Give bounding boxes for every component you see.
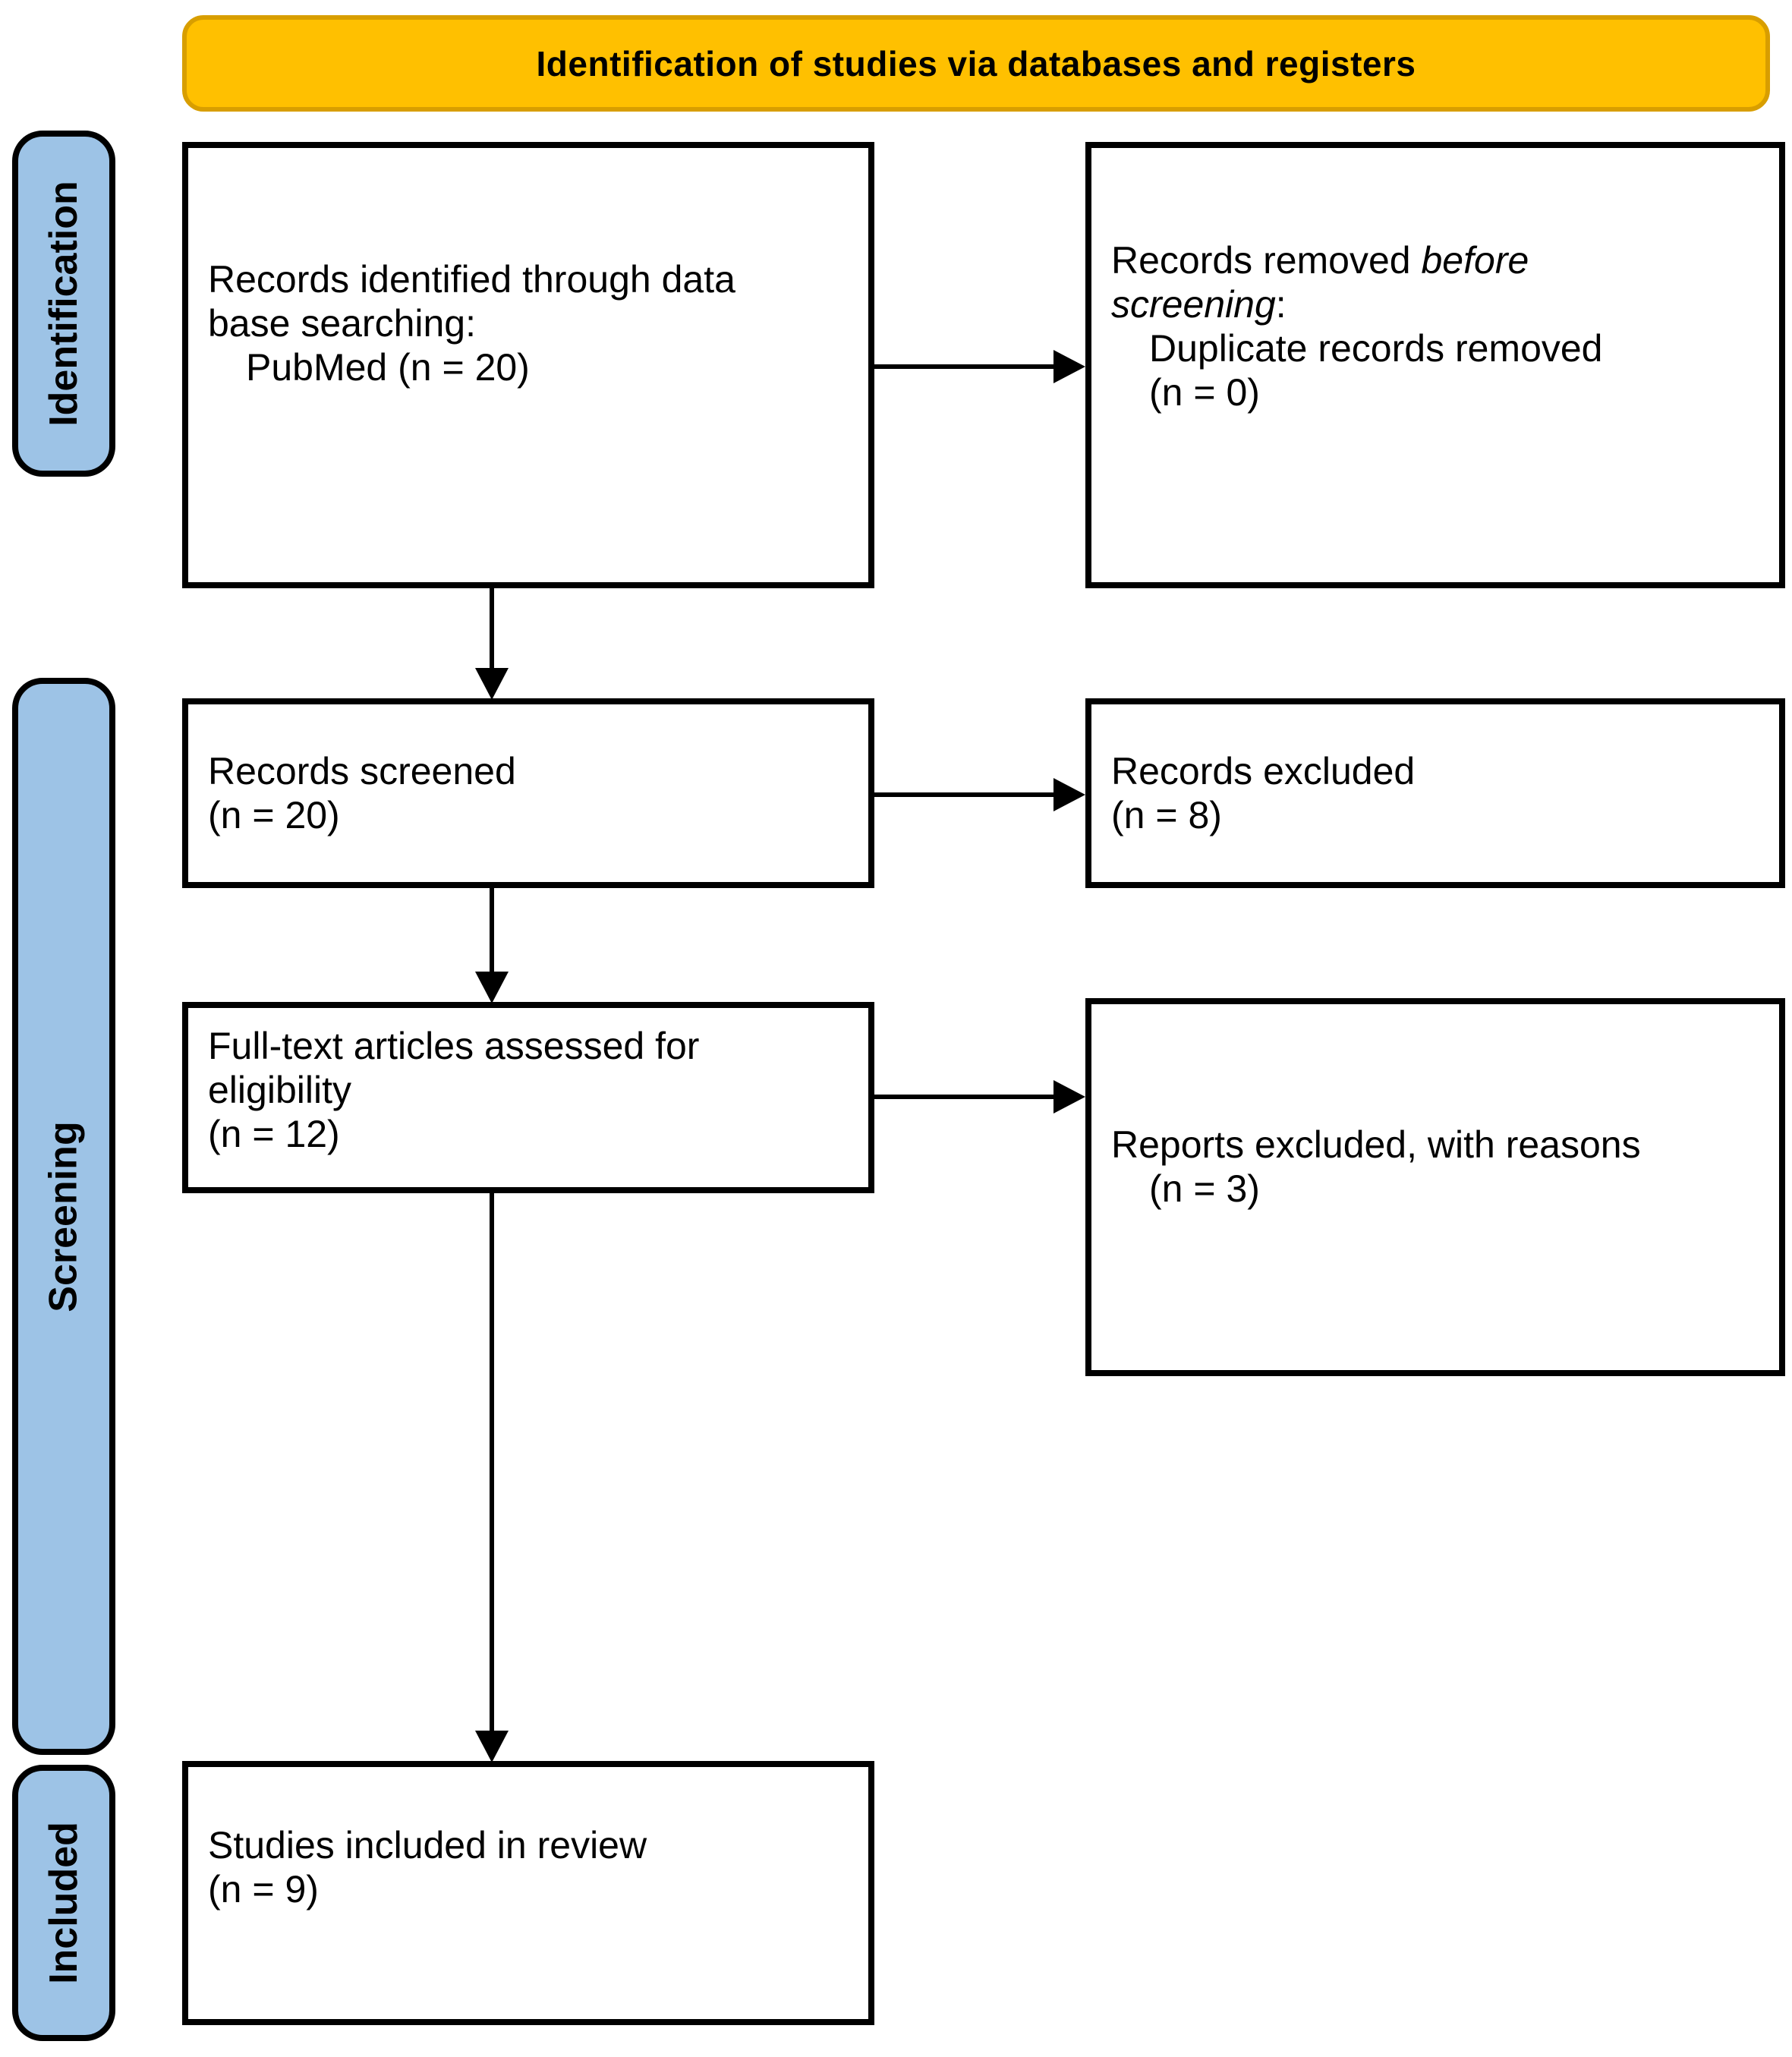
stage-label-identification: Identification [42, 181, 86, 427]
arrow-fulltext-to-included [475, 1193, 509, 1762]
arrow-identified-to-removed [874, 350, 1085, 383]
box-text-line: Studies included in review [208, 1824, 647, 1866]
box-records-excluded: Records excluded (n = 8) [1085, 698, 1785, 888]
arrowhead-down-icon [475, 1731, 509, 1762]
arrow-screened-to-fulltext [475, 888, 509, 1003]
arrow-shaft [874, 1095, 1057, 1099]
box-text-segment: : [1275, 283, 1287, 326]
box-text-line: Duplicate records removed [1149, 327, 1603, 370]
box-text-line: Full-text articles assessed for [208, 1025, 700, 1067]
box-records-screened: Records screened (n = 20) [182, 698, 874, 888]
arrowhead-right-icon [1053, 778, 1085, 811]
box-text-segment-italic: screening [1111, 283, 1276, 326]
box-text-line: (n = 8) [1111, 794, 1222, 836]
stage-pill-included: Included [12, 1765, 115, 2041]
arrowhead-down-icon [475, 972, 509, 1003]
arrow-shaft [490, 888, 494, 975]
box-text-line: Records identified through data [208, 258, 735, 301]
box-text-line: (n = 12) [208, 1113, 340, 1155]
arrowhead-right-icon [1053, 1080, 1085, 1114]
box-text-line: base searching: [208, 302, 477, 345]
arrowhead-down-icon [475, 668, 509, 700]
box-text-line: (n = 9) [208, 1868, 319, 1911]
header-title: Identification of studies via databases … [536, 43, 1416, 83]
stage-pill-identification: Identification [12, 131, 115, 477]
arrow-shaft [490, 1193, 494, 1734]
arrowhead-right-icon [1053, 350, 1085, 383]
stage-pill-screening: Screening [12, 678, 115, 1755]
box-studies-included: Studies included in review (n = 9) [182, 1761, 874, 2025]
box-text-line: Records removed before [1111, 238, 1765, 282]
box-text-line: Records screened [208, 750, 516, 792]
box-text-line: PubMed (n = 20) [246, 346, 530, 389]
arrow-screened-to-excluded [874, 778, 1085, 811]
arrow-identified-to-screened [475, 588, 509, 700]
box-text-line: (n = 20) [208, 794, 340, 836]
box-text-line: (n = 0) [1149, 371, 1260, 414]
box-text-line: Records excluded [1111, 750, 1416, 792]
box-text-line: eligibility [208, 1069, 351, 1111]
arrow-shaft [874, 792, 1057, 797]
header-banner: Identification of studies via databases … [182, 15, 1770, 112]
stage-label-included: Included [42, 1822, 87, 1984]
stage-label-screening: Screening [42, 1120, 87, 1312]
arrow-shaft [490, 588, 494, 671]
box-fulltext-assessed: Full-text articles assessed for eligibil… [182, 1002, 874, 1193]
box-text-segment: Records removed [1111, 239, 1422, 282]
box-text-line: screening: [1111, 282, 1765, 326]
arrow-fulltext-to-reports [874, 1080, 1085, 1114]
arrow-shaft [874, 364, 1057, 369]
box-text-line: Reports excluded, with reasons [1111, 1123, 1641, 1166]
box-reports-excluded: Reports excluded, with reasons (n = 3) [1085, 998, 1785, 1376]
box-records-removed: Records removed before screening: Duplic… [1085, 142, 1785, 588]
box-records-identified: Records identified through data base sea… [182, 142, 874, 588]
box-text-line: (n = 3) [1149, 1167, 1260, 1210]
box-text-segment-italic: before [1421, 239, 1529, 282]
